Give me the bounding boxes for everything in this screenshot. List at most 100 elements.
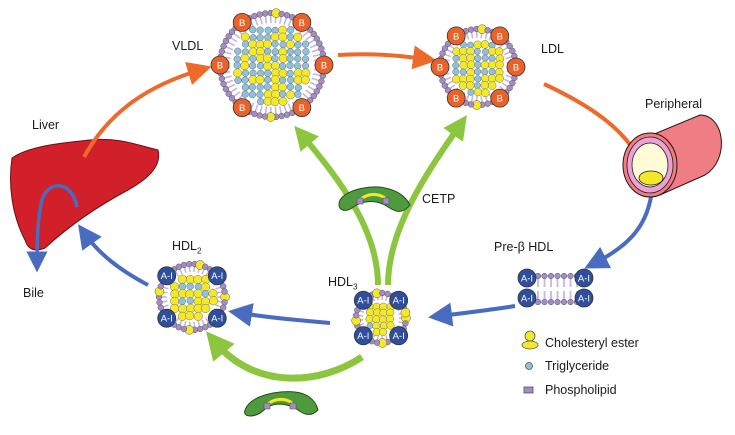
svg-text:B: B [437,62,443,73]
cholesteryl-ester-dot [496,61,504,69]
triglyceride-dot [295,84,302,91]
phospholipid-head [257,113,263,119]
svg-text:B: B [299,103,305,114]
apoa1-protein: A-I [575,289,593,307]
cholesteryl-ester-dot [459,54,467,62]
phospholipid-head [222,289,228,295]
pre-beta-hdl-particle: A-IA-IA-IA-I [518,269,593,307]
cholesteryl-ester-dot [194,289,203,298]
cholesteryl-ester-dot [271,90,279,98]
cholesteryl-ester-dot [488,82,496,90]
triglyceride-dot [249,26,256,33]
svg-text:A-I: A-I [357,331,369,342]
legend-label-triglyceride: Triglyceride [545,359,609,373]
triglyceride-dot [280,41,287,48]
label-cetp: CETP [422,192,455,206]
triglyceride-dot [295,91,302,98]
apob-protein: B [447,27,465,45]
cholesteryl-ester-dot [201,304,210,313]
triglyceride-dot [287,62,294,69]
cholesteryl-ester-dot [495,48,503,56]
triglyceride-dot [453,55,459,61]
triglyceride-dot [453,62,459,68]
triglyceride-dot [242,91,249,98]
apob-protein: B [507,58,525,76]
apob-protein: B [233,13,251,31]
triglyceride-dot [202,290,209,297]
triglyceride-dot [257,34,264,41]
cholesteryl-ester-dot [194,275,203,284]
triglyceride-dot [279,63,286,70]
phospholipid-head [468,101,474,107]
cholesteryl-ester-dot [201,283,210,292]
triglyceride-dot [249,62,256,69]
phospholipid-head [379,290,385,296]
phospholipid-head [157,300,163,306]
triglyceride-dot [482,55,488,61]
label-hdl2-main: HDL [172,239,197,253]
triglyceride-dot [257,27,264,34]
phospholipid-head [284,12,290,18]
triglyceride-dot [234,62,241,69]
svg-text:B: B [239,103,245,114]
svg-text:B: B [321,60,327,71]
apob-protein: B [293,99,311,117]
cholesteryl-ester-dot [474,41,482,49]
triglyceride-dot [287,70,294,77]
cholesteryl-ester-dot [178,275,187,284]
triglyceride-dot [264,70,271,77]
triglyceride-dot [249,91,256,98]
phospholipid-head [222,300,228,306]
triglyceride-dot [489,68,495,74]
triglyceride-dot [460,69,466,75]
apob-protein: B [431,58,449,76]
cholesteryl-ester-dot [263,40,271,48]
phospholipid-head [440,78,446,84]
cholesteryl-ester-dot [459,82,467,90]
apoa1-protein: A-I [208,267,226,285]
label-hdl3: HDL3 [328,275,357,292]
triglyceride-icon [524,361,534,371]
phospholipid-head [284,112,290,118]
label-hdl3-sub: 3 [353,283,357,292]
apob-protein: B [491,27,509,45]
arrow-prebeta-to-hdl3 [440,306,515,316]
cholesteryl-ester-dot [467,61,475,69]
triglyceride-dot [474,82,480,88]
label-ldl: LDL [541,42,564,56]
cholesteryl-ester-dot [209,296,218,305]
triglyceride-dot [279,91,286,98]
cholesteryl-ester-dot [279,33,287,41]
apoa1-protein: A-I [390,291,408,309]
cetp-protein [339,187,410,212]
triglyceride-dot [302,56,309,63]
cholesteryl-ester-dot [366,315,374,323]
phospholipid-head [219,48,225,54]
arrow-hdl3-to-vldl [302,135,378,285]
cholesteryl-ester-dot [271,61,279,69]
triglyceride-dot [257,98,264,105]
cholesteryl-ester-dot [481,89,489,97]
cholesteryl-ester-dot [241,54,249,62]
phospholipid-head [262,114,268,120]
triglyceride-dot [250,56,257,63]
cholesteryl-ester-dot [481,81,489,89]
label-vldl: VLDL [172,39,203,53]
cholesteryl-ester-dot [256,76,264,84]
svg-text:B: B [453,94,459,105]
cholesteryl-ester-dot [286,40,294,48]
phospholipid-head [262,11,268,17]
triglyceride-dot [242,77,249,84]
triglyceride-dot [257,62,264,69]
cholesteryl-ester-dot [271,75,279,83]
triglyceride-dot [264,76,271,83]
triglyceride-dot [453,69,459,75]
svg-text:A-I: A-I [521,273,533,284]
svg-text:B: B [453,31,459,42]
arrow-vldl-to-ldl [338,54,425,59]
label-hdl3-main: HDL [328,275,353,289]
label-pre-beta-hdl: Pre-β HDL [494,240,553,254]
triglyceride-dot [489,55,495,61]
phospholipid-head [251,13,257,19]
